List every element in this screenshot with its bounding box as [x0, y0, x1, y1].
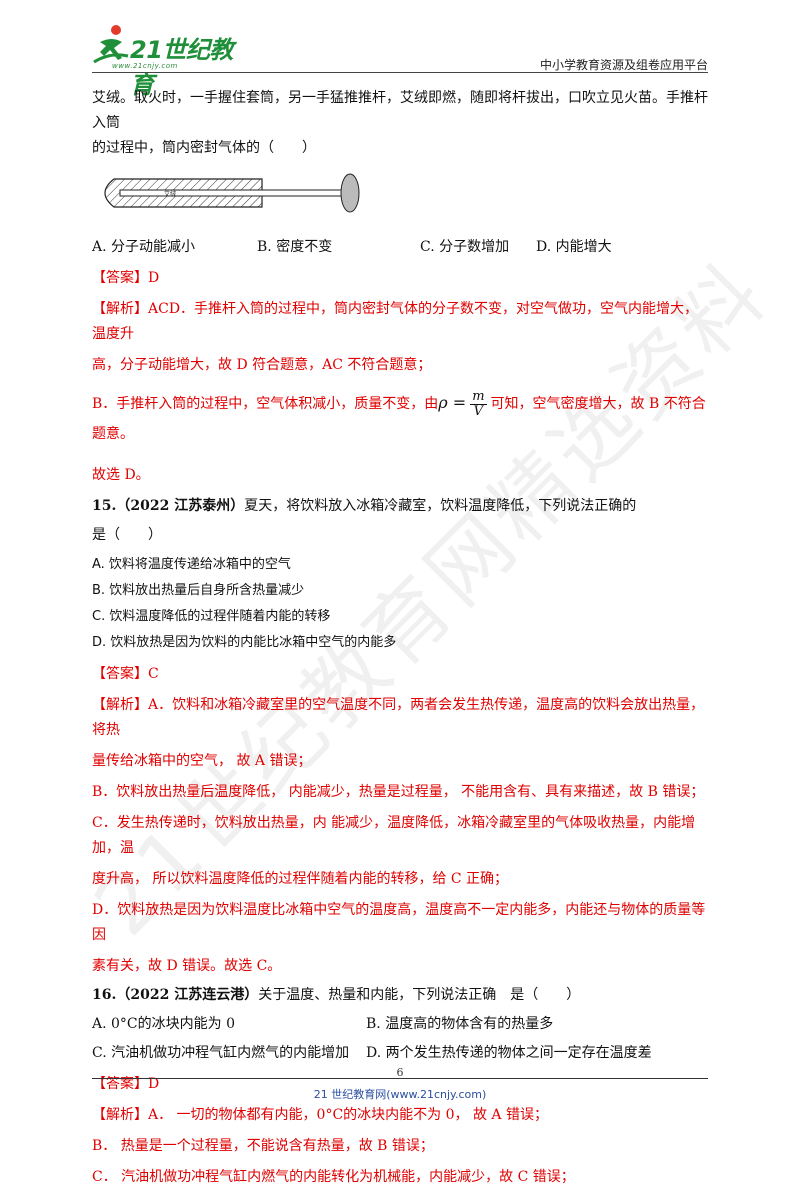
piston-handle — [340, 173, 360, 213]
footer-site: 21 世纪教育网(www.21cnjy.com) — [313, 1088, 487, 1101]
q14-explanation-1: 【解析】ACD．手推杆入筒的过程中，筒内密封气体的分子数不变，对空气做功，空气内… — [92, 301, 699, 342]
q15-explanation-6: D．饮料放热是因为饮料温度比冰箱中空气的温度高，温度高不一定内能多，内能还与物体… — [92, 902, 706, 943]
q16-options-row1: A. 0°C的冰块内能为 0 B. 温度高的物体含有的热量多 — [92, 1012, 708, 1037]
q16-answer: 【答案】D — [92, 1076, 160, 1092]
q14-options: A. 分子动能减小 B. 密度不变 C. 分子数增加 D. 内能增大 — [92, 235, 708, 260]
q15-explanation-7: 素有关，故 D 错误。故选 C。 — [92, 958, 282, 974]
footer-divider — [92, 1078, 708, 1079]
q14-stem-line1: 艾绒。取火时，一手握住套筒，另一手猛推推杆，艾绒即燃，随即将杆拔出，口吹立见火苗… — [92, 90, 708, 131]
q15-option-a: A. 饮料将温度传递给冰箱中的空气 — [92, 557, 291, 572]
q14-conclusion: 故选 D。 — [92, 467, 150, 483]
platform-title: 中小学教育资源及组卷应用平台 — [539, 58, 708, 72]
q15-answer: 【答案】C — [92, 666, 159, 682]
q14-exp3-post: 可知，空气密度增大，故 B 不符合题意。 — [92, 396, 706, 442]
q15-option-b: B. 饮料放出热量后自身所含热量减少 — [92, 583, 305, 598]
q15-stem: 15.（2022 江苏泰州）夏天，将饮料放入冰箱冷藏室，饮料温度降低，下列说法正… — [92, 494, 708, 519]
q14-option-b: B. 密度不变 — [257, 239, 333, 255]
header-divider — [92, 72, 708, 73]
q14-option-c: C. 分子数增加 — [420, 239, 510, 255]
q15-explanation-4: C．发生热传递时，饮料放出热量，内 能减少，温度降低，冰箱冷藏室里的气体吸收热量… — [92, 815, 696, 856]
q15-number: 15. — [92, 498, 117, 514]
logo-url: www.21cnjy.com — [112, 62, 178, 70]
runner-logo-icon — [93, 25, 129, 64]
q15-source: （2022 江苏泰州） — [116, 498, 245, 514]
page-header: 21世纪教育 www.21cnjy.com 中小学教育资源及组卷应用平台 — [92, 22, 708, 99]
rho-symbol: ρ = — [438, 393, 467, 412]
site-logo: 21世纪教育 www.21cnjy.com — [92, 22, 252, 99]
q15-explanation-5: 度升高， 所以饮料温度降低的过程伴随着内能的转移，给 C 正确； — [92, 871, 509, 887]
q15-explanation-1: 【解析】A．饮料和冰箱冷藏室里的空气温度不同，两者会发生热传递，温度高的饮料会放… — [92, 697, 705, 738]
q14-stem-line2: 的过程中，筒内密封气体的（ ） — [92, 140, 316, 156]
q15-option-c: C. 饮料温度降低的过程伴随着内能的转移 — [92, 609, 331, 624]
fire-piston-diagram: 艾绒 — [104, 173, 360, 213]
q16-options-row2: C. 汽油机做功冲程气缸内燃气的内能增加 D. 两个发生热传递的物体之间一定存在… — [92, 1041, 708, 1066]
fraction-numerator: m — [470, 388, 487, 405]
q16-option-c: C. 汽油机做功冲程气缸内燃气的内能增加 — [92, 1045, 350, 1061]
q14-option-a: A. 分子动能减小 — [92, 239, 196, 255]
q16-option-b: B. 温度高的物体含有的热量多 — [366, 1016, 554, 1032]
q16-stem: 16.（2022 江苏连云港）关于温度、热量和内能，下列说法正确 是（ ） — [92, 983, 708, 1008]
q15-option-d: D. 饮料放热是因为饮料的内能比冰箱中空气的内能多 — [92, 635, 397, 650]
piston-rod — [119, 189, 343, 197]
q15-stem-text: 夏天，将饮料放入冰箱冷藏室，饮料温度降低，下列说法正确的 — [244, 498, 637, 514]
q16-explanation-2: B． 热量是一个过程量，不能说含有热量，故 B 错误； — [92, 1138, 434, 1154]
q16-explanation-3: C． 汽油机做功冲程气缸内燃气的内能转化为机械能，内能减少，故 C 错误； — [92, 1169, 575, 1185]
q14-explanation-2: 高，分子动能增大，故 D 符合题意，AC 不符合题意； — [92, 357, 432, 373]
q14-answer: 【答案】D — [92, 270, 160, 286]
q15-stem-line2: 是（ ） — [92, 527, 162, 543]
q16-option-a: A. 0°C的冰块内能为 0 — [92, 1016, 235, 1032]
q16-number: 16. — [92, 987, 117, 1003]
logo-text: 21世纪教育 — [130, 36, 233, 99]
q16-stem-text: 关于温度、热量和内能，下列说法正确 是（ ） — [258, 987, 581, 1003]
q14-exp3-pre: B．手推杆入筒的过程中，空气体积减小，质量不变，由 — [92, 396, 439, 412]
page-number: 6 — [396, 1066, 404, 1079]
q16-source: （2022 江苏连云港） — [116, 987, 259, 1003]
q16-explanation-1: 【解析】A． 一切的物体都有内能，0°C的冰块内能不为 0， 故 A 错误； — [92, 1107, 548, 1123]
q16-option-d: D. 两个发生热传递的物体之间一定存在温度差 — [366, 1045, 652, 1061]
q15-explanation-2: 量传给冰箱中的空气， 故 A 错误； — [92, 753, 312, 769]
q15-explanation-3: B．饮料放出热量后温度降低， 内能减少，热量是过程量， 不能用含有、具有来描述，… — [92, 784, 705, 800]
q14-option-d: D. 内能增大 — [536, 239, 612, 255]
diagram-label: 艾绒 — [164, 190, 176, 198]
page-content: 艾绒。取火时，一手握住套筒，另一手猛推推杆，艾绒即燃，随即将杆拔出，口吹立见火苗… — [92, 86, 708, 1190]
fraction-denominator: V — [473, 403, 484, 419]
